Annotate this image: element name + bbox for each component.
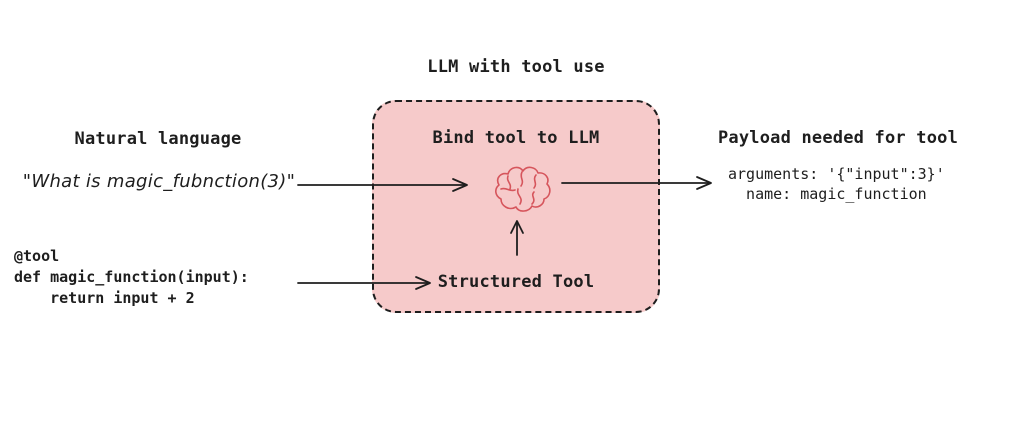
natural-language-heading: Natural language: [74, 129, 242, 149]
payload-block: arguments: '{"input":3}' name: magic_fun…: [728, 164, 945, 204]
code-line: return input + 2: [14, 289, 195, 307]
code-line: def magic_function(input):: [14, 268, 249, 286]
tool-code-block: @tool def magic_function(input): return …: [14, 246, 249, 309]
bind-tool-title: Bind tool to LLM: [432, 128, 600, 148]
natural-language-quote: "What is magic_fubnction(3)": [22, 171, 296, 192]
arrow-natural-to-llm: [297, 178, 468, 192]
code-line: @tool: [14, 247, 60, 265]
arrow-tool-to-llm: [510, 220, 524, 256]
structured-tool-label: Structured Tool: [437, 272, 595, 292]
arrow-llm-to-payload: [561, 176, 712, 190]
arrow-code-to-tool: [297, 276, 431, 290]
brain-icon: [495, 166, 551, 212]
diagram-title: LLM with tool use: [427, 57, 605, 77]
payload-line: arguments: '{"input":3}': [728, 165, 945, 183]
payload-line: name: magic_function: [728, 185, 927, 203]
bind-tool-box: Bind tool to LLM Structured Tool: [372, 100, 660, 313]
payload-heading: Payload needed for tool: [718, 128, 959, 148]
